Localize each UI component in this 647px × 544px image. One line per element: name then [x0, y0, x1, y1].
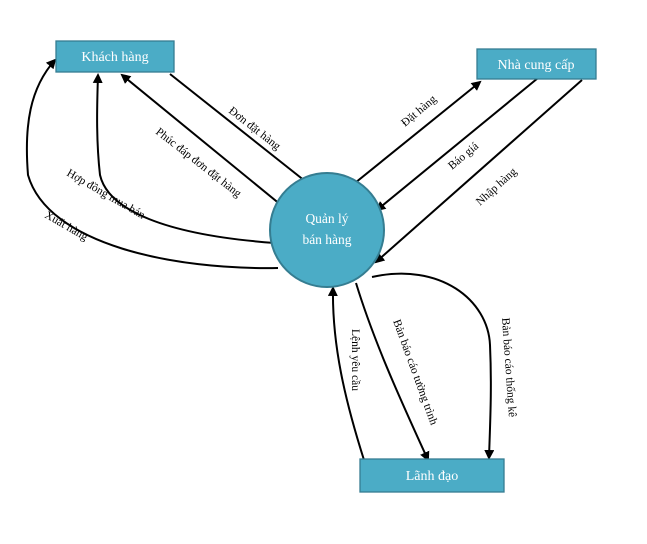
flow-sales-contract-label: Hợp đồng mua bán: [65, 166, 148, 221]
flow-sales-contract-arrow: [92, 73, 276, 244]
flow-quote-arrow: [375, 77, 539, 212]
flow-statistics-report-arrow: [371, 272, 495, 460]
flow-purchase-order-arrow: [349, 80, 482, 188]
customer-entity[interactable]: Khách hàng: [55, 40, 175, 73]
supplier-entity[interactable]: Nhà cung cấp: [476, 48, 597, 80]
flow-goods-receipt-label: Nhập hàng: [474, 166, 519, 209]
flow-dispatch-arrow: [25, 58, 279, 270]
flow-goods-receipt-arrow: [374, 79, 583, 264]
flow-quote-label: Báo giá: [446, 140, 481, 172]
management-box: [359, 458, 505, 493]
flow-situation-report-label: Bản báo cáo tường trình: [390, 318, 439, 427]
supplier-box: [476, 48, 597, 80]
flow-request-command-label: Lệnh yêu cầu: [349, 329, 362, 391]
flow-order-arrow: [169, 73, 312, 187]
flow-order-label: Đơn đặt hàng: [226, 105, 283, 153]
flow-statistics-report-label: Bản báo cáo thống kê: [499, 317, 519, 417]
customer-label: Khách hàng: [81, 50, 148, 65]
flow-order-reply-arrow: [120, 73, 293, 215]
customer-box: [55, 40, 175, 73]
management-entity[interactable]: Lãnh đạo: [359, 458, 505, 493]
flow-situation-report-arrow: [355, 282, 430, 462]
process-circle: [269, 172, 385, 288]
flow-request-command-arrow: [327, 286, 365, 461]
supplier-label: Nhà cung cấp: [498, 58, 575, 73]
management-label: Lãnh đạo: [406, 469, 458, 484]
sales-management-process[interactable]: Quản lý bán hàng: [269, 172, 385, 288]
flow-dispatch-label: Xuất hàng: [43, 208, 91, 243]
flow-purchase-order-label: Đặt hàng: [399, 93, 439, 129]
process-label-line2: bán hàng: [302, 232, 351, 247]
process-label-line1: Quản lý: [305, 211, 348, 226]
